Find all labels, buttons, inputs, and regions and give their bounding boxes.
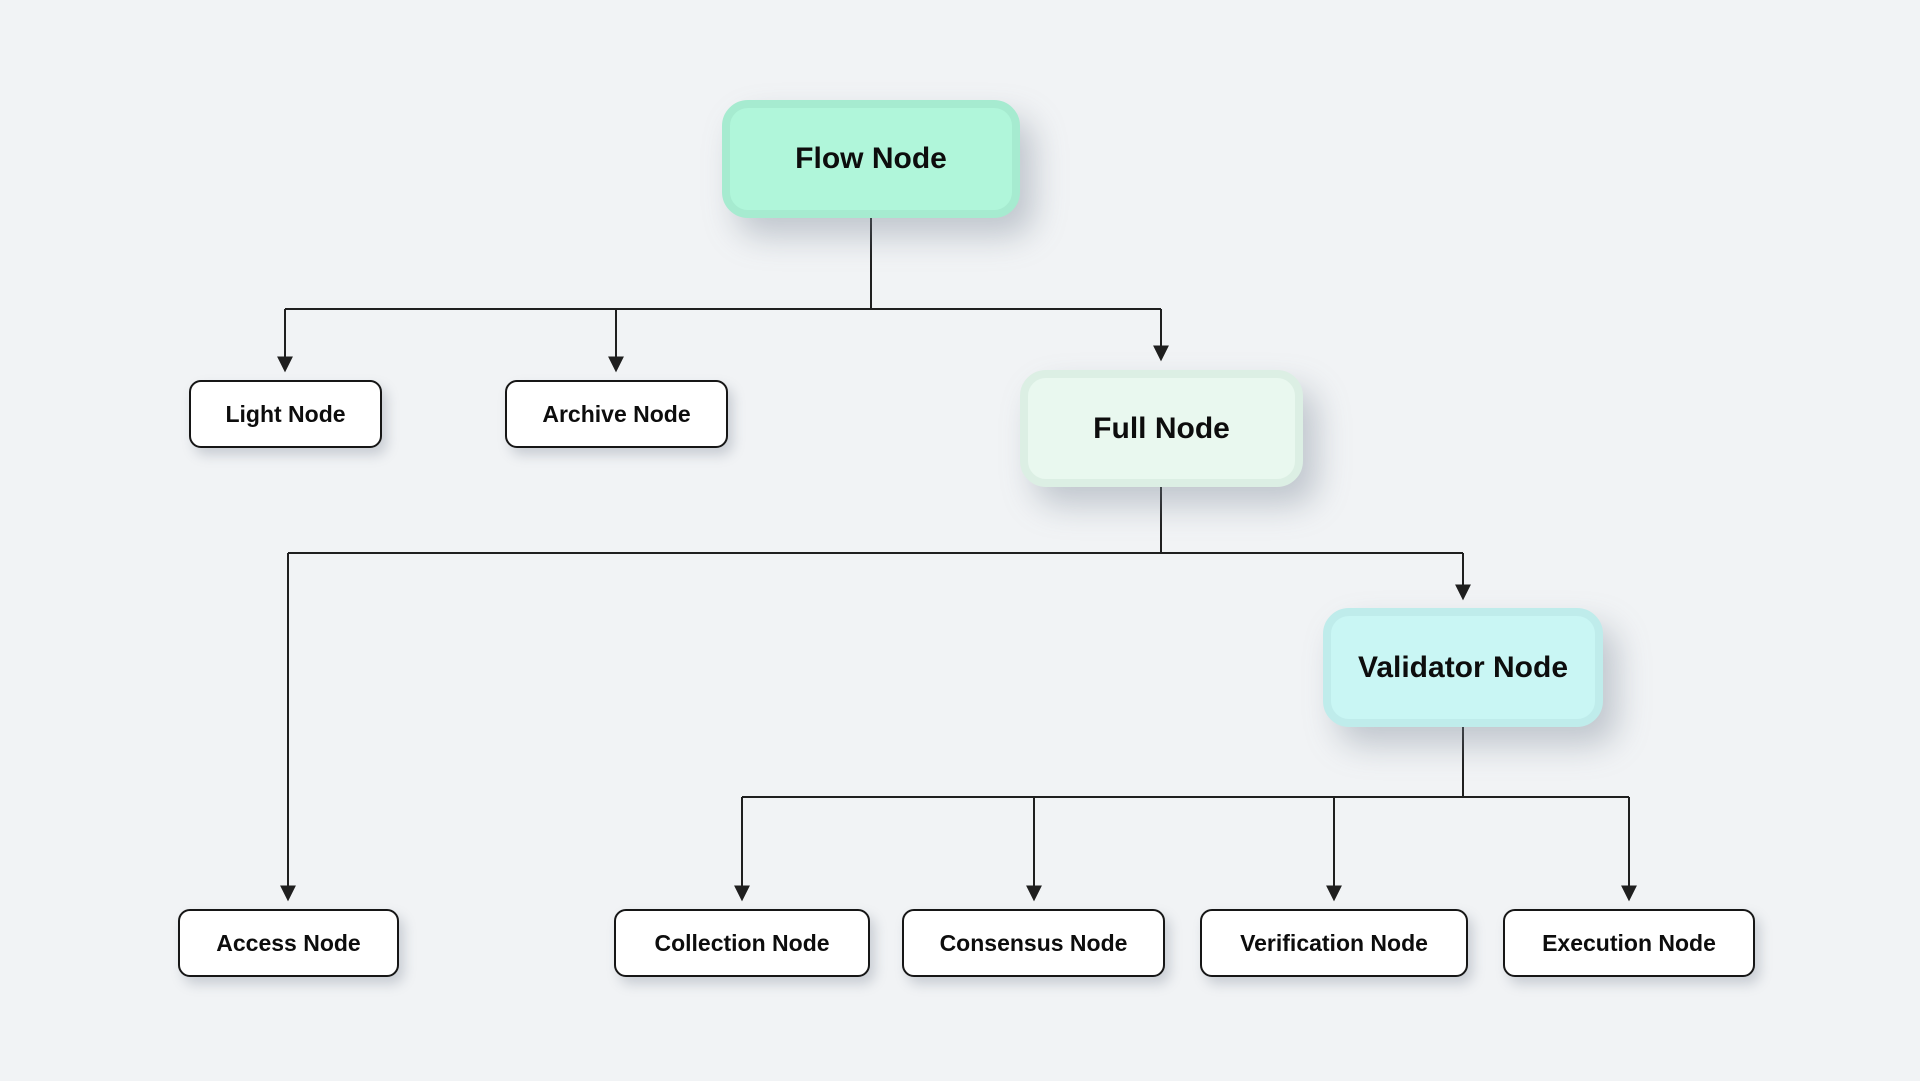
flow-node: Flow Node — [722, 100, 1020, 218]
archive-node-label: Archive Node — [542, 400, 691, 427]
light-node-label: Light Node — [225, 400, 346, 427]
validator-node-label: Validator Node — [1357, 650, 1569, 684]
execution-node: Execution Node — [1503, 909, 1755, 977]
archive-node: Archive Node — [505, 380, 728, 448]
full-node-label: Full Node — [1093, 411, 1230, 445]
access-node: Access Node — [178, 909, 399, 977]
execution-node-label: Execution Node — [1542, 929, 1716, 956]
collection-node-label: Collection Node — [654, 929, 830, 956]
consensus-node-label: Consensus Node — [939, 929, 1128, 956]
consensus-node: Consensus Node — [902, 909, 1165, 977]
light-node: Light Node — [189, 380, 382, 448]
access-node-label: Access Node — [216, 929, 361, 956]
verification-node: Verification Node — [1200, 909, 1468, 977]
full-node: Full Node — [1020, 370, 1303, 487]
verification-node-label: Verification Node — [1240, 929, 1428, 956]
collection-node: Collection Node — [614, 909, 870, 977]
flow-node-label: Flow Node — [795, 142, 947, 175]
validator-node: Validator Node — [1323, 608, 1603, 727]
